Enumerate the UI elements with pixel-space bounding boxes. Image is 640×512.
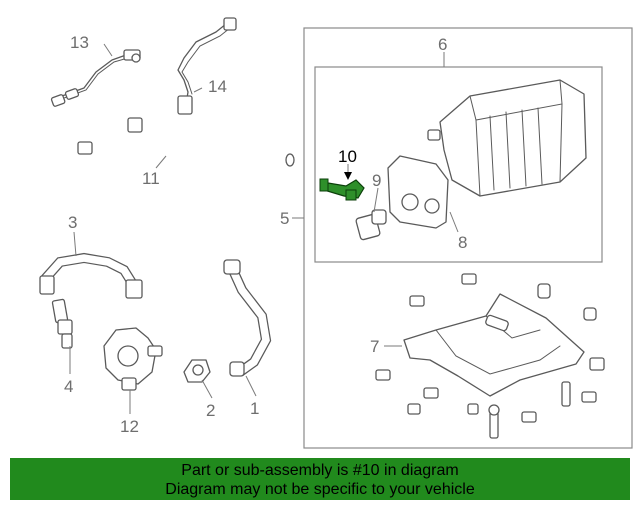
callout-5: 5 [280,209,289,228]
part-8-canister-body [387,79,587,229]
part-2-fitting [183,359,211,383]
fasteners [375,273,605,439]
part-11-hose [77,117,295,170]
banner-line-1: Part or sub-assembly is #10 in diagram [181,462,459,479]
assembly-5-frame [303,27,633,449]
callout-4: 4 [64,377,73,396]
part-4-fitting [51,298,73,349]
callout-7: 7 [370,337,379,356]
part-12-purge-valve [103,327,163,391]
callout-8: 8 [458,233,467,252]
part-10-highlighted-solenoid[interactable] [319,178,365,201]
callout-13: 13 [70,33,89,52]
callout-2: 2 [206,401,215,420]
callout-3: 3 [68,213,77,232]
part-13-oxygen-sensor [50,49,141,107]
part-9-connector [355,209,387,241]
callout-14: 14 [208,77,227,96]
callout-12: 12 [120,417,139,436]
fitment-banner: Part or sub-assembly is #10 in diagram D… [10,458,630,500]
part-14-sensor [177,17,237,115]
callout-9: 9 [372,171,381,190]
part-3-hose [39,252,143,299]
part-1-hose [223,259,272,377]
callout-1: 1 [250,399,259,418]
canister-6-frame [314,66,603,263]
part-7-bracket [403,293,585,397]
leader-lines [69,43,459,414]
callout-6: 6 [438,35,447,54]
callout-10: 10 [338,147,357,166]
callout-11: 11 [142,169,160,188]
banner-line-2: Diagram may not be specific to your vehi… [165,481,475,498]
